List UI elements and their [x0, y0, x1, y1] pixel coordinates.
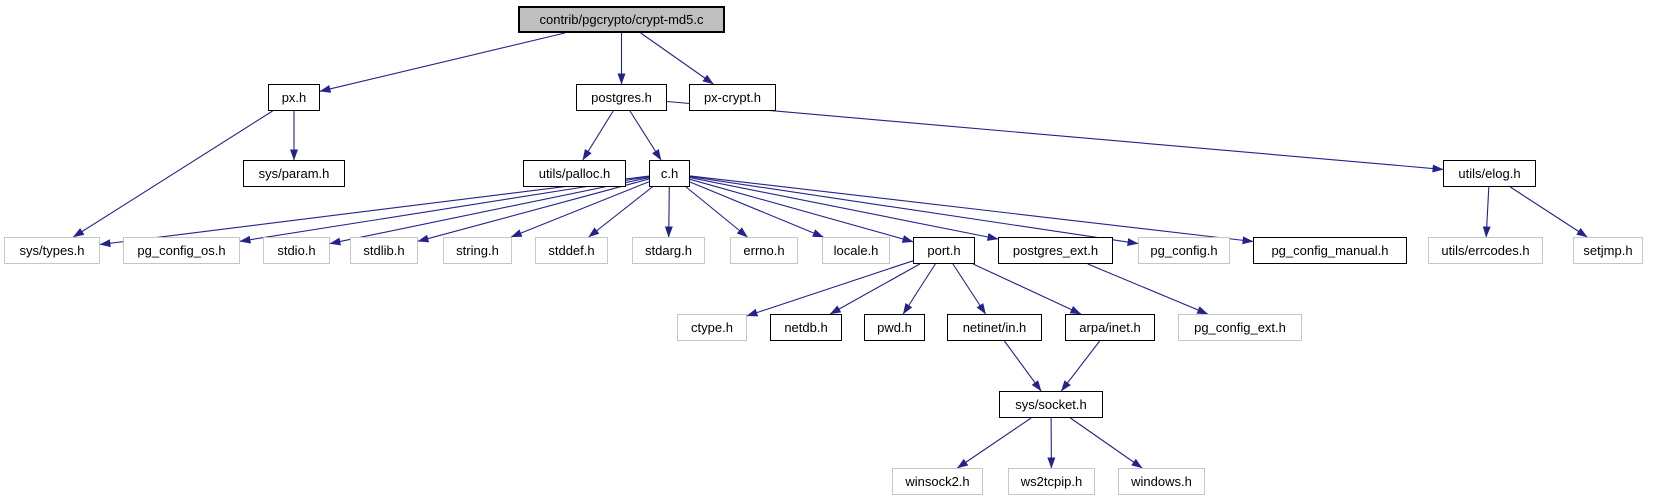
node-pg-config-h: pg_config.h	[1138, 237, 1230, 264]
edge-sys-socket-h-to-windows-h	[1070, 417, 1143, 469]
edge-port-h-to-ctype-h	[746, 260, 914, 317]
node-string-h: string.h	[443, 237, 512, 264]
node-ctype-h: ctype.h	[677, 314, 747, 341]
edge-c-h-to-pg-config-manual-h	[689, 175, 1254, 245]
node-stdlib-h: stdlib.h	[350, 237, 418, 264]
node-sys-param-h[interactable]: sys/param.h	[243, 160, 345, 187]
edge-c-h-to-string-h	[510, 181, 650, 238]
edge-c-h-to-errno-h	[685, 186, 748, 238]
node-c-h[interactable]: c.h	[649, 160, 690, 187]
node-px-crypt-h[interactable]: px-crypt.h	[689, 84, 776, 111]
node-winsock2-h: winsock2.h	[892, 468, 983, 495]
edge-port-h-to-netinet-in-h	[952, 263, 987, 315]
edge-utils-elog-h-to-utils-errcodes-h	[1482, 186, 1491, 238]
edge-contrib-pgcrypto-crypt-md5-c-to-px-crypt-h	[640, 32, 714, 85]
node-utils-errcodes-h: utils/errcodes.h	[1428, 237, 1543, 264]
edge-port-h-to-arpa-inet-h	[972, 263, 1082, 315]
node-locale-h: locale.h	[822, 237, 890, 264]
node-netdb-h[interactable]: netdb.h	[770, 314, 842, 341]
node-port-h[interactable]: port.h	[913, 237, 975, 264]
node-setjmp-h: setjmp.h	[1573, 237, 1643, 264]
edge-netinet-in-h-to-sys-socket-h	[1003, 340, 1042, 392]
edge-c-h-to-postgres-ext-h	[689, 177, 999, 241]
edge-port-h-to-pwd-h	[902, 263, 936, 315]
edge-postgres-h-to-utils-elog-h	[666, 100, 1444, 173]
edge-c-h-to-stdarg-h	[664, 186, 673, 238]
edge-c-h-to-stdlib-h	[417, 178, 650, 243]
node-ws2tcpip-h: ws2tcpip.h	[1008, 468, 1095, 495]
edge-c-h-to-locale-h	[689, 181, 824, 238]
node-stdio-h: stdio.h	[263, 237, 330, 264]
edge-port-h-to-netdb-h	[829, 263, 921, 315]
node-sys-socket-h[interactable]: sys/socket.h	[999, 391, 1103, 418]
edge-postgres-ext-h-to-pg-config-ext-h	[1087, 263, 1209, 315]
node-sys-types-h: sys/types.h	[4, 237, 100, 264]
edge-postgres-h-to-c-h	[629, 110, 662, 161]
node-utils-elog-h[interactable]: utils/elog.h	[1443, 160, 1536, 187]
node-stddef-h: stddef.h	[535, 237, 608, 264]
edge-arpa-inet-h-to-sys-socket-h	[1060, 340, 1101, 392]
edge-sys-socket-h-to-winsock2-h	[956, 417, 1032, 469]
node-pwd-h[interactable]: pwd.h	[864, 314, 925, 341]
node-arpa-inet-h[interactable]: arpa/inet.h	[1065, 314, 1155, 341]
edge-c-h-to-stdio-h	[329, 177, 650, 246]
edge-postgres-h-to-utils-palloc-h	[582, 110, 614, 161]
node-netinet-in-h[interactable]: netinet/in.h	[947, 314, 1042, 341]
node-px-h[interactable]: px.h	[268, 84, 320, 111]
node-stdarg-h: stdarg.h	[632, 237, 705, 264]
edge-c-h-to-pg-config-h	[689, 176, 1139, 247]
node-utils-palloc-h[interactable]: utils/palloc.h	[523, 160, 626, 187]
node-pg-config-manual-h[interactable]: pg_config_manual.h	[1253, 237, 1407, 264]
node-postgres-h[interactable]: postgres.h	[576, 84, 667, 111]
node-windows-h: windows.h	[1118, 468, 1205, 495]
node-postgres-ext-h[interactable]: postgres_ext.h	[998, 237, 1113, 264]
node-errno-h: errno.h	[730, 237, 798, 264]
node-pg-config-os-h: pg_config_os.h	[123, 237, 240, 264]
node-contrib-pgcrypto-crypt-md5-c: contrib/pgcrypto/crypt-md5.c	[518, 6, 725, 33]
edge-contrib-pgcrypto-crypt-md5-c-to-px-h	[319, 32, 565, 93]
edge-c-h-to-stddef-h	[588, 186, 653, 238]
edge-c-h-to-port-h	[689, 178, 914, 243]
edge-utils-elog-h-to-setjmp-h	[1510, 186, 1588, 238]
node-pg-config-ext-h: pg_config_ext.h	[1178, 314, 1302, 341]
